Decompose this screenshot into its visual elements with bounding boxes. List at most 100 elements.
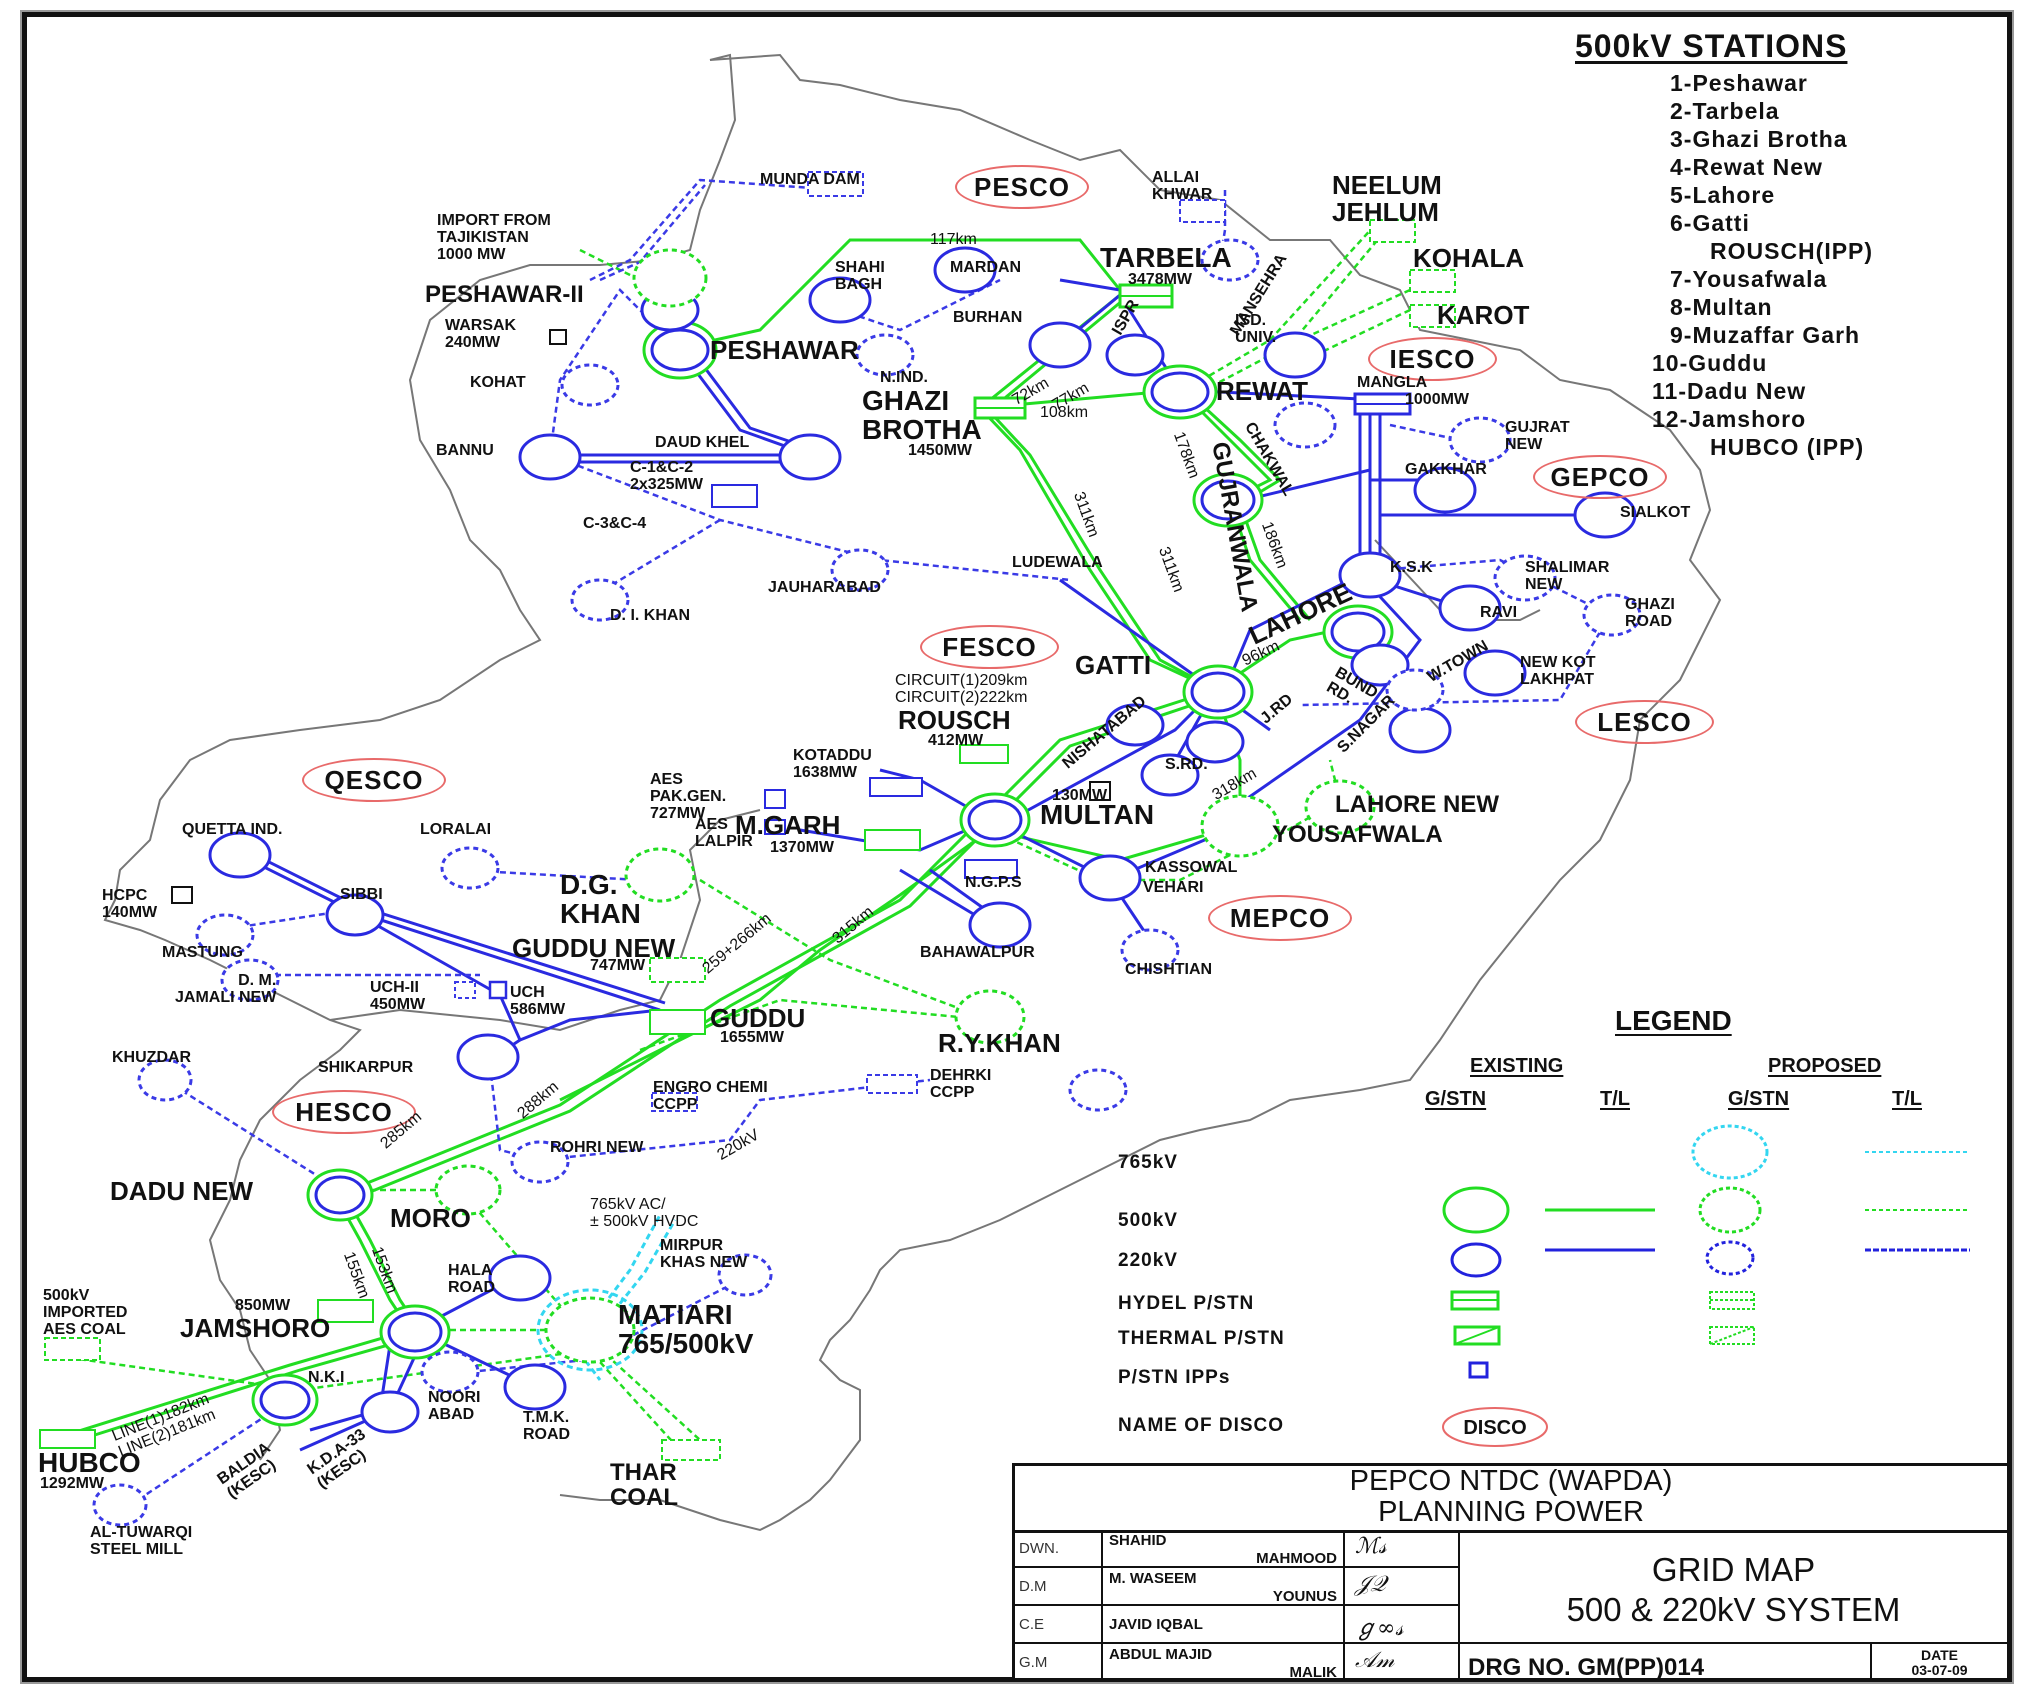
drawing-title-line-1: GRID MAP: [1651, 1551, 1816, 1588]
label-ksk: K.S.K: [1390, 559, 1433, 576]
label-bahawalpur: BAHAWALPUR: [920, 944, 1035, 961]
org-line-2: PLANNING POWER: [1378, 1496, 1644, 1528]
label-import: IMPORT FROM TAJIKISTAN 1000 MW: [437, 212, 551, 263]
label-yousafwala: YOUSAFWALA: [1272, 821, 1443, 848]
legend-row-765kv: 765kV: [1118, 1152, 1178, 1173]
legend-500-proposed-station-icon: [1698, 1186, 1762, 1234]
label-tmk: T.M.K. ROAD: [523, 1409, 571, 1443]
name-gm: ABDUL MAJID MALIK: [1103, 1644, 1345, 1681]
label-guddu-mw: 1655MW: [720, 1029, 785, 1046]
label-aes-pak: AES PAK.GEN. 727MW: [650, 771, 727, 822]
legend-220-existing-station-icon: [1450, 1242, 1502, 1278]
station-item: 2-Tarbela: [1670, 98, 1780, 124]
label-dm-jamali: D. M. JAMALI NEW: [175, 972, 277, 1006]
legend-symbols: DISCO: [1442, 1124, 1970, 1447]
date-label: DATE: [1920, 1647, 1959, 1663]
station-item: 10-Guddu: [1652, 350, 1768, 376]
legend-disco-sample: DISCO: [1463, 1417, 1526, 1439]
label-shikarpur: SHIKARPUR: [318, 1059, 414, 1076]
station-item: 5-Lahore: [1670, 182, 1776, 208]
label-gakkhar: GAKKHAR: [1405, 461, 1487, 478]
label-mastung: MASTUNG: [162, 944, 243, 961]
label-m-garh: M.GARH: [735, 810, 841, 840]
legend-ipp-icon: [1468, 1361, 1489, 1379]
label-lahore-new: LAHORE NEW: [1335, 791, 1499, 818]
legend-proposed-header: PROPOSED: [1768, 1055, 1882, 1077]
label-hala: HALA ROAD: [448, 1262, 496, 1296]
station-item: HUBCO (IPP): [1710, 434, 1865, 460]
label-rewat: REWAT: [1216, 376, 1308, 406]
legend-500-existing-station-icon: [1442, 1186, 1510, 1234]
label-nki: N.K.I: [308, 1369, 345, 1386]
name-gm-first: ABDUL MAJID: [1109, 1646, 1213, 1663]
label-dadu-new: DADU NEW: [110, 1176, 253, 1206]
label-117km: 117km: [930, 231, 977, 248]
name-dm: M. WASEEM YOUNUS: [1103, 1568, 1345, 1606]
label-multan: MULTAN: [1040, 799, 1155, 830]
label-vehari: VEHARI: [1143, 879, 1204, 896]
label-peshawar: PESHAWAR: [710, 335, 859, 365]
legend-proposed-gstn: G/STN: [1728, 1088, 1790, 1110]
legend-existing-gstn: G/STN: [1425, 1088, 1487, 1110]
station-item: 6-Gatti: [1670, 210, 1750, 236]
signature-dm: 𝒥𝒬: [1345, 1568, 1460, 1606]
label-munda-dam: MUNDA DAM: [760, 171, 860, 188]
label-bannu: BANNU: [436, 442, 494, 459]
label-uch-ii: UCH-II 450MW: [370, 979, 426, 1013]
label-ghazi-brotha: GHAZI BROTHA: [862, 385, 982, 446]
legend-existing-tl: T/L: [1600, 1088, 1630, 1110]
drawing-number: DRG NO. GM(PP)014: [1460, 1644, 1872, 1681]
role-ce: C.E: [1015, 1606, 1103, 1644]
label-ghazi-road: GHAZI ROAD: [1625, 596, 1675, 630]
label-mangla: MANGLA: [1357, 374, 1428, 391]
label-engro: ENGRO CHEMI CCPP: [653, 1079, 768, 1113]
label-khuzdar: KHUZDAR: [112, 1049, 192, 1066]
label-ravi: RAVI: [1480, 604, 1518, 621]
station-item: 1-Peshawar: [1670, 70, 1808, 96]
date-value: 03-07-09: [1911, 1662, 1968, 1678]
legend-row-ipp: P/STN IPPs: [1118, 1367, 1231, 1388]
label-n-ind: N.IND.: [880, 369, 928, 386]
label-di-khan: D. I. KHAN: [610, 607, 690, 624]
legend-765-proposed-station-icon: [1691, 1124, 1769, 1180]
signature-gm: 𝒜𝓂: [1345, 1644, 1460, 1681]
label-aes-lalpir: AES LALPIR: [695, 816, 753, 850]
label-jamshoro: JAMSHORO: [180, 1313, 331, 1343]
name-ce-first: JAVID IQBAL: [1109, 1616, 1203, 1633]
label-hubco-mw: 1292MW: [40, 1475, 105, 1492]
label-108km: 108km: [1040, 404, 1089, 421]
label-kotaddu: KOTADDU 1638MW: [793, 747, 872, 781]
drawing-title: GRID MAP 500 & 220kV SYSTEM: [1460, 1530, 2007, 1644]
label-burhan: BURHAN: [953, 309, 1023, 326]
name-dm-last: YOUNUS: [1272, 1588, 1337, 1605]
label-thar: THAR COAL: [610, 1459, 678, 1512]
disco-lesco: LESCO: [1575, 700, 1714, 744]
disco-pesco: PESCO: [955, 165, 1089, 209]
role-dwn: DWN.: [1015, 1530, 1103, 1568]
label-m-garh-mw: 1370MW: [770, 839, 835, 856]
label-mardan: MARDAN: [950, 259, 1022, 276]
legend-row-hydel: HYDEL P/STN: [1118, 1293, 1255, 1314]
name-ce: JAVID IQBAL: [1103, 1606, 1345, 1644]
legend-row-220kv: 220kV: [1118, 1250, 1178, 1271]
label-c1c2: C-1&C-2 2x325MW: [630, 459, 703, 493]
disco-hesco: HESCO: [272, 1090, 416, 1134]
station-item: 7-Yousafwala: [1670, 266, 1828, 292]
station-item: 11-Dadu New: [1652, 378, 1807, 404]
legend-thermal-proposed-icon: [1709, 1326, 1755, 1345]
label-guddu-new-mw: 747MW: [590, 957, 646, 974]
role-gm: G.M: [1015, 1644, 1103, 1681]
label-neelum: NEELUM JEHLUM: [1332, 170, 1442, 228]
name-dwn-first: SHAHID: [1109, 1532, 1167, 1549]
label-rohri: ROHRI NEW: [550, 1139, 644, 1156]
label-ngps: N.G.P.S: [965, 874, 1022, 891]
label-guddu-new: GUDDU NEW: [512, 933, 676, 963]
label-ludewala: LUDEWALA: [1012, 554, 1103, 571]
legend-row-thermal: THERMAL P/STN: [1118, 1328, 1285, 1349]
legend-hydel-proposed-icon: [1709, 1291, 1755, 1310]
station-item: 9-Muzaffar Garh: [1670, 322, 1861, 348]
label-aes-coal: 500kV IMPORTED AES COAL: [43, 1287, 128, 1338]
label-kassowal: KASSOWAL: [1145, 859, 1238, 876]
legend-proposed-tl: T/L: [1892, 1088, 1922, 1110]
label-peshawar-ii: PESHAWAR-II: [425, 281, 584, 308]
